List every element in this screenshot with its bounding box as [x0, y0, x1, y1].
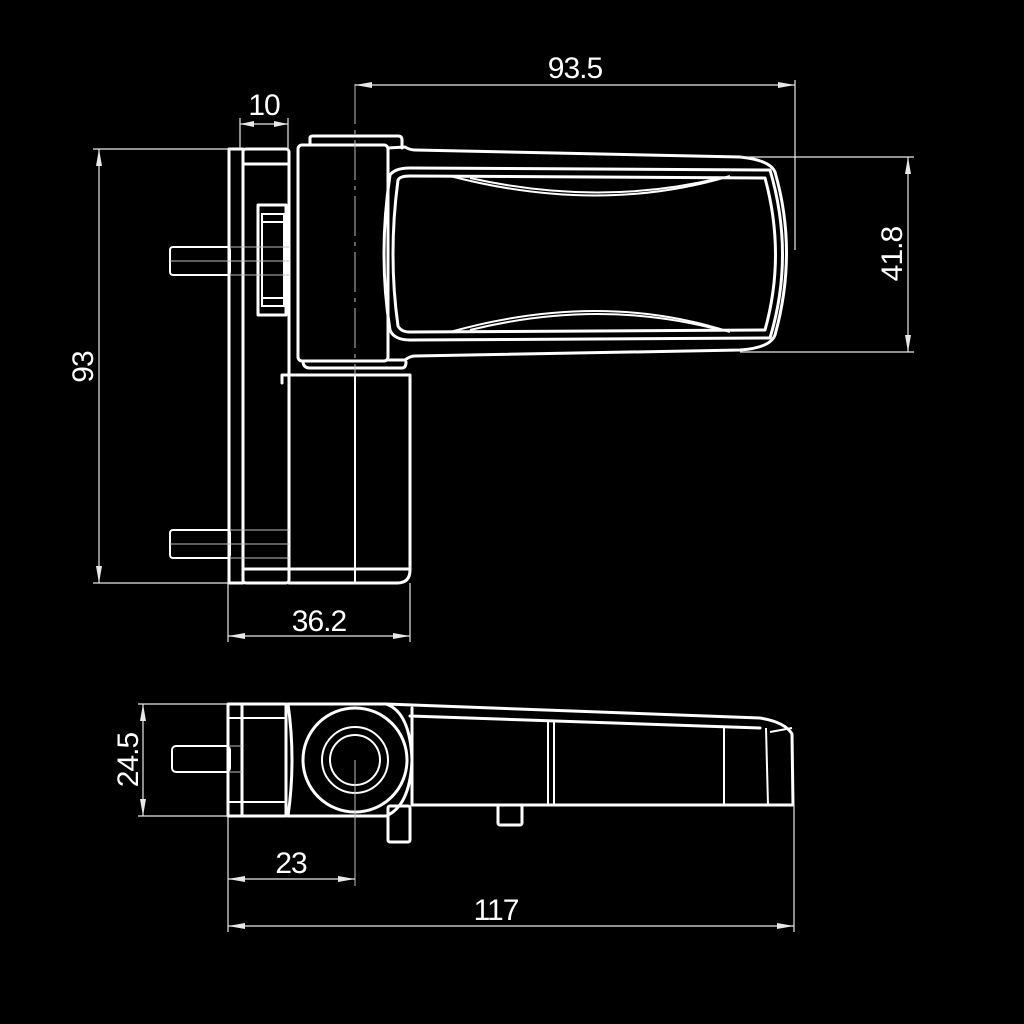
dimension-body-width: 36.2	[227, 583, 411, 642]
top-knuckle	[286, 702, 414, 886]
hinge-leaf	[382, 145, 788, 362]
top-leaf	[384, 702, 795, 827]
hinge-knuckle	[296, 84, 408, 375]
top-base-plate	[171, 702, 288, 818]
dimension-label-117: 117	[474, 894, 519, 927]
top-view: 24.5 23 117	[112, 702, 795, 932]
dimension-label-93: 93	[67, 351, 100, 383]
dimension-label-36-2: 36.2	[292, 605, 347, 638]
dimension-leaf-height: 41.8	[740, 156, 914, 353]
base-plate	[227, 147, 291, 585]
hinge-body	[280, 373, 412, 585]
dimension-base-depth: 10	[239, 89, 289, 149]
fixing-pins	[169, 246, 289, 559]
dimension-leaf-length: 93.5	[355, 52, 796, 250]
dimension-pin-offset: 23	[227, 816, 355, 932]
dimension-total-height: 93	[67, 148, 229, 584]
dimension-overall-length: 117	[228, 805, 795, 932]
dimension-label-93-5: 93.5	[548, 52, 603, 85]
dimension-thickness: 24.5	[112, 703, 228, 817]
dimension-label-41-8: 41.8	[876, 226, 909, 281]
dimension-label-23: 23	[275, 847, 307, 880]
front-view: 93 10 93.5 41.8	[67, 52, 914, 642]
dimension-label-10: 10	[248, 89, 280, 122]
dimension-label-24-5: 24.5	[112, 732, 145, 787]
